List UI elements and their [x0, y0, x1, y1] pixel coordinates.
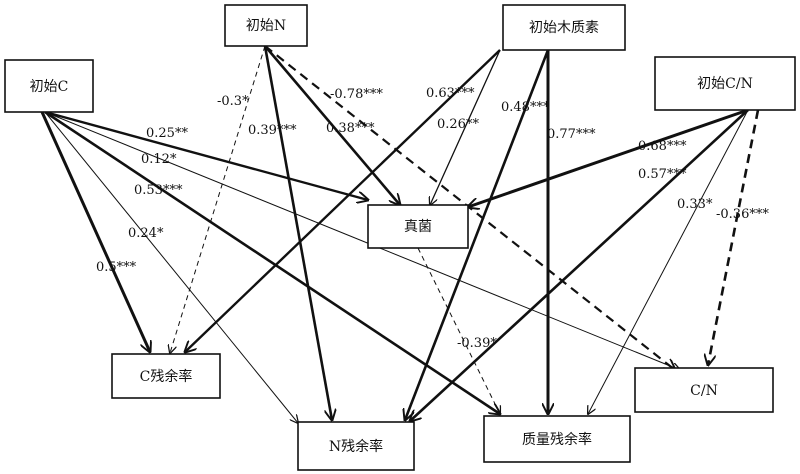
node-fungi: 真菌 — [367, 204, 469, 249]
node-n-remaining-label: N残余率 — [329, 438, 383, 455]
coef-initial-c-fungi: 0.12* — [141, 152, 177, 167]
coef-initial-cn-cn: -0.36*** — [716, 207, 769, 222]
coef-initial-lignin-mass: 0.77*** — [547, 127, 596, 142]
coefficients: 0.25** 0.12* 0.53*** 0.24* 0.5*** -0.3* … — [96, 86, 769, 351]
arrow-initial-n-to-c-remaining — [170, 45, 266, 353]
coef-initial-lignin-c-remaining: 0.63*** — [426, 86, 475, 101]
node-initial-cn-label: 初始C/N — [697, 75, 753, 92]
coef-initial-n-fungi: 0.38*** — [326, 121, 375, 136]
node-cn-label: C/N — [690, 383, 718, 399]
arrow-initial-cn-to-cn — [708, 109, 760, 365]
node-mass-remaining-label: 质量残余率 — [522, 431, 592, 448]
arrows — [40, 45, 760, 423]
coef-initial-c-cn: 0.53*** — [134, 183, 183, 198]
arrow-initial-n-to-n-remaining — [263, 45, 332, 420]
arrow-initial-c-to-cn — [44, 111, 680, 370]
coef-initial-cn-n-remaining: 0.57*** — [638, 167, 687, 182]
arrow-initial-c-to-mass-remaining — [44, 110, 500, 414]
coef-initial-n-c-remaining: -0.3* — [217, 94, 249, 109]
arrow-initial-lignin-to-fungi — [430, 49, 501, 205]
arrow-initial-c-to-n-remaining — [44, 111, 298, 423]
arrow-initial-cn-to-n-remaining — [410, 109, 749, 421]
node-initial-cn: 初始C/N — [654, 56, 796, 111]
node-initial-n: 初始N — [224, 4, 308, 47]
coef-initial-n-n-remaining: 0.39*** — [248, 123, 297, 138]
coef-initial-lignin-n-remaining: 0.48*** — [501, 100, 550, 115]
arrow-initial-cn-to-mass-remaining — [588, 109, 749, 414]
arrow-fungi-to-mass-remaining — [417, 247, 500, 414]
node-initial-c: 初始C — [4, 59, 94, 113]
coef-initial-c-c-remaining: 0.5*** — [96, 260, 137, 275]
arrow-initial-lignin-to-n-remaining — [405, 49, 550, 420]
coef-initial-n-cn: -0.78*** — [330, 87, 383, 102]
coef-initial-lignin-fungi: 0.26** — [437, 117, 479, 132]
node-initial-lignin-label: 初始木质素 — [529, 19, 599, 36]
arrow-initial-cn-to-fungi — [468, 108, 749, 207]
coef-fungi-mass: -0.39* — [457, 336, 497, 351]
coef-initial-c-n-remaining: 0.24* — [128, 226, 164, 241]
coef-initial-cn-fungi: 0.68*** — [638, 139, 687, 154]
coef-initial-c-mass: 0.25** — [146, 126, 188, 141]
node-initial-c-label: 初始C — [30, 78, 69, 95]
arrow-initial-c-to-fungi — [44, 110, 368, 200]
node-n-remaining: N残余率 — [297, 421, 415, 471]
arrow-initial-c-to-c-remaining — [40, 111, 150, 352]
node-fungi-label: 真菌 — [404, 219, 432, 235]
arrow-initial-n-to-fungi — [264, 45, 400, 205]
node-cn: C/N — [634, 367, 774, 413]
arrow-initial-lignin-to-c-remaining — [185, 49, 501, 352]
node-initial-lignin: 初始木质素 — [502, 4, 626, 51]
coef-initial-cn-mass: 0.33* — [677, 197, 713, 212]
node-mass-remaining: 质量残余率 — [483, 415, 631, 463]
node-c-remaining: C残余率 — [111, 353, 221, 399]
node-initial-n-label: 初始N — [246, 17, 286, 34]
node-c-remaining-label: C残余率 — [140, 368, 193, 385]
